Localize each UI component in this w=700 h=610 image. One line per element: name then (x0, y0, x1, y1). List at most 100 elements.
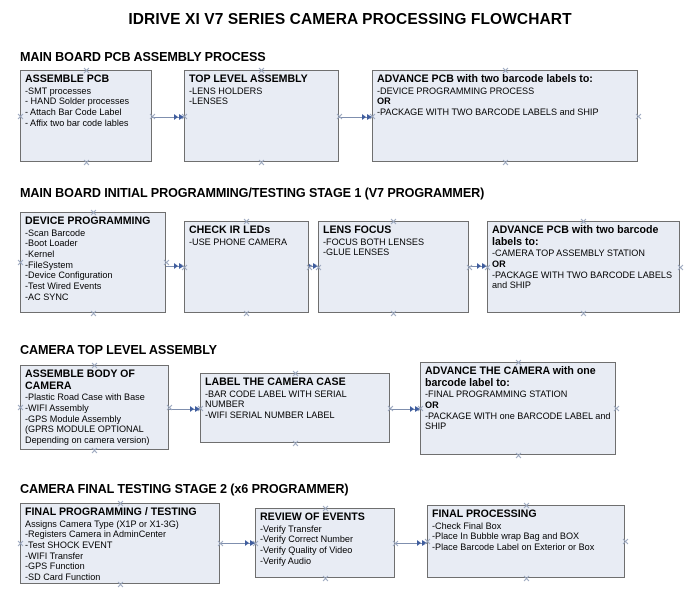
arrow-head-icon (482, 262, 487, 269)
process-node-line: Depending on camera version) (25, 435, 150, 445)
flow-connector (152, 117, 184, 118)
process-node-line: - Attach Bar Code Label (25, 107, 122, 117)
section-heading: MAIN BOARD PCB ASSEMBLY PROCESS (20, 50, 266, 64)
process-node-line: -SD Card Function (25, 572, 101, 583)
process-node-line: -Place Barcode Label on Exterior or Box (432, 542, 595, 552)
process-node[interactable]: ADVANCE THE CAMERA with one barcode labe… (420, 362, 616, 455)
process-node[interactable]: ASSEMBLE PCB-SMT processes- HAND Solder … (20, 70, 152, 162)
process-node-line: -PACKAGE WITH TWO BARCODE LABELS and SHI… (492, 269, 673, 291)
process-node-line: -GPS Module Assembly (25, 413, 122, 424)
arrow-head-icon (362, 114, 366, 120)
process-node-title: ADVANCE PCB with two barcode labels to: (492, 224, 659, 248)
process-node-title: REVIEW OF EVENTS (260, 511, 365, 523)
process-node-title: ADVANCE THE CAMERA with one barcode labe… (425, 365, 596, 389)
process-node-line: -LENSES (189, 96, 228, 107)
arrow-head-icon (250, 539, 255, 546)
process-node-line: -Scan Barcode (25, 227, 86, 238)
process-node-title: CHECK IR LEDs (189, 224, 271, 236)
process-node-line: -DEVICE PROGRAMMING PROCESS (377, 85, 535, 96)
arrow-head-icon (477, 263, 481, 269)
process-node[interactable]: FINAL PROCESSING -Check Final Box-Place … (427, 505, 625, 578)
arrow-head-icon (174, 114, 178, 120)
flow-connector (169, 409, 200, 410)
process-node-line: -Verify Quality of Video (260, 545, 353, 555)
process-node-line: -Plastic Road Case with Base (25, 392, 145, 403)
process-node[interactable]: TOP LEVEL ASSEMBLY-LENS HOLDERS-LENSES (184, 70, 339, 162)
process-node-line: -WIFI Transfer (25, 550, 84, 561)
arrow-head-icon (179, 262, 184, 269)
process-node-line: -GLUE LENSES (323, 247, 390, 258)
arrow-head-icon (245, 540, 249, 546)
process-node-line: -GPS Function (25, 561, 85, 572)
process-node-line: -USE PHONE CAMERA (189, 236, 288, 247)
section-heading: CAMERA FINAL TESTING STAGE 2 (x6 PROGRAM… (20, 482, 349, 496)
arrow-head-icon (174, 263, 178, 269)
process-node-line: -Check Final Box (432, 520, 502, 531)
process-node-line: -WIFI Assembly (25, 402, 89, 413)
process-node-line: OR (425, 399, 439, 410)
process-node-line: -Verify Audio (260, 555, 312, 566)
process-node-line: - Affix two bar code lables (25, 117, 129, 128)
process-node-title: ASSEMBLE BODY OF CAMERA (25, 368, 135, 392)
process-node-line: -Test SHOCK EVENT (25, 540, 113, 550)
arrow-head-icon (190, 406, 194, 412)
process-node-line: -WIFI SERIAL NUMBER LABEL (205, 410, 335, 420)
arrow-head-icon (308, 263, 312, 269)
process-node-line: -BAR CODE LABEL WITH SERIAL NUMBER (205, 388, 347, 410)
process-node-line: -Device Configuration (25, 270, 113, 281)
process-node-line: -LENS HOLDERS (189, 85, 263, 96)
process-node-line: -PACKAGE WITH one BARCODE LABEL and SHIP (425, 410, 611, 432)
flow-connector (220, 543, 255, 544)
arrow-head-icon (417, 540, 421, 546)
process-node-line: -FOCUS BOTH LENSES (323, 236, 425, 247)
process-node[interactable]: ADVANCE PCB with two barcode labels to:-… (372, 70, 638, 162)
process-node-line: OR (377, 96, 391, 107)
arrow-head-icon (179, 113, 184, 120)
process-node-title: TOP LEVEL ASSEMBLY (189, 73, 308, 85)
process-node[interactable]: LABEL THE CAMERA CASE-BAR CODE LABEL WIT… (200, 373, 390, 443)
arrow-head-icon (367, 113, 372, 120)
flow-connector (339, 117, 372, 118)
process-node-title: DEVICE PROGRAMMING (25, 215, 151, 227)
section-heading: MAIN BOARD INITIAL PROGRAMMING/TESTING S… (20, 186, 485, 200)
arrow-head-icon (415, 405, 420, 412)
process-node-line: -FINAL PROGRAMMING STATION (425, 389, 568, 400)
arrow-head-icon (410, 406, 414, 412)
process-node-title: FINAL PROCESSING (432, 508, 537, 520)
process-node-line: Assigns Camera Type (X1P or X1-3G) (25, 518, 179, 529)
process-node-line: -PACKAGE WITH TWO BARCODE LABELS and SHI… (377, 107, 599, 117)
process-node[interactable]: ASSEMBLE BODY OF CAMERA-Plastic Road Cas… (20, 365, 169, 450)
arrow-head-icon (422, 539, 427, 546)
process-node-line: OR (492, 258, 506, 269)
flow-connector (390, 409, 420, 410)
process-node-line: -Kernel (25, 249, 55, 259)
arrow-head-icon (313, 262, 318, 269)
process-node-line: -Verify Transfer (260, 523, 322, 534)
process-node-title: LENS FOCUS (323, 224, 392, 236)
process-node-line: - HAND Solder processes (25, 96, 130, 107)
process-node[interactable]: ADVANCE PCB with two barcode labels to:-… (487, 221, 680, 313)
process-node-line: -Place In Bubble wrap Bag and BOX (432, 531, 580, 542)
process-node-line: -Test Wired Events (25, 281, 102, 292)
process-node-title: LABEL THE CAMERA CASE (205, 376, 346, 388)
process-node-title: ASSEMBLE PCB (25, 73, 110, 85)
process-node[interactable]: DEVICE PROGRAMMING-Scan Barcode-Boot Loa… (20, 212, 166, 313)
process-node-line: -CAMERA TOP ASSEMBLY STATION (492, 248, 645, 259)
page-title: IDRIVE XI V7 SERIES CAMERA PROCESSING FL… (128, 11, 572, 28)
process-node[interactable]: CHECK IR LEDs-USE PHONE CAMERA (184, 221, 309, 313)
process-node[interactable]: REVIEW OF EVENTS-Verify Transfer-Verify … (255, 508, 395, 578)
flow-connector (395, 543, 427, 544)
process-node-line: -Verify Correct Number (260, 534, 353, 545)
process-node-line: -AC SYNC (25, 291, 69, 302)
process-node[interactable]: LENS FOCUS-FOCUS BOTH LENSES-GLUE LENSES (318, 221, 469, 313)
process-node-title: ADVANCE PCB with two barcode labels to: (377, 73, 593, 85)
process-node-line: -FileSystem (25, 259, 73, 270)
process-node-line: -Boot Loader (25, 238, 78, 249)
arrow-head-icon (195, 405, 200, 412)
process-node-title: FINAL PROGRAMMING / TESTING (25, 506, 197, 518)
process-node-line: -SMT processes (25, 85, 92, 96)
section-heading: CAMERA TOP LEVEL ASSEMBLY (20, 343, 217, 357)
process-node-line: (GPRS MODULE OPTIONAL (25, 424, 144, 435)
